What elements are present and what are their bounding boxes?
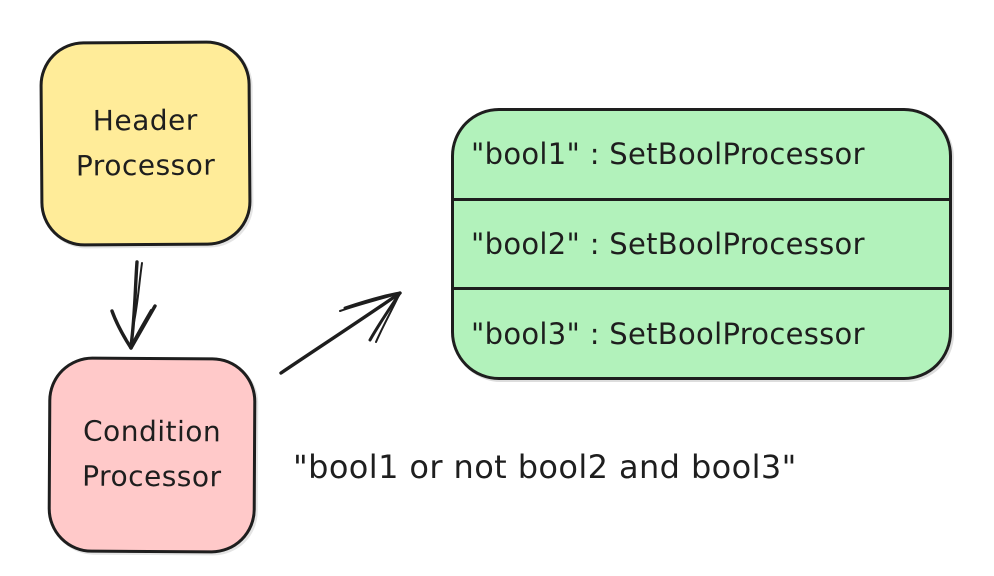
node-label-line: Condition	[82, 414, 222, 449]
node-bool-processor-map: "bool1" : SetBoolProcessor "bool2" : Set…	[451, 108, 952, 380]
node-condition-processor: Condition Processor	[47, 356, 257, 554]
node-condition-processor-label: Condition Processor	[51, 359, 254, 550]
node-label-line: Header	[92, 103, 198, 138]
bool-processor-row: "bool1" : SetBoolProcessor	[471, 137, 865, 172]
node-label-line: Processor	[75, 148, 216, 182]
node-header-processor: Header Processor	[39, 40, 252, 247]
condition-expression-text: "bool1 or not bool2 and bool3"	[293, 448, 797, 486]
up-right-arrow-icon	[279, 291, 402, 375]
node-header-processor-label: Header Processor	[42, 43, 248, 243]
bool-processor-row: "bool3" : SetBoolProcessor	[454, 287, 949, 377]
node-label-line: Processor	[82, 459, 222, 494]
down-arrow-icon	[110, 260, 157, 350]
bool-processor-row: "bool2" : SetBoolProcessor	[454, 197, 949, 288]
